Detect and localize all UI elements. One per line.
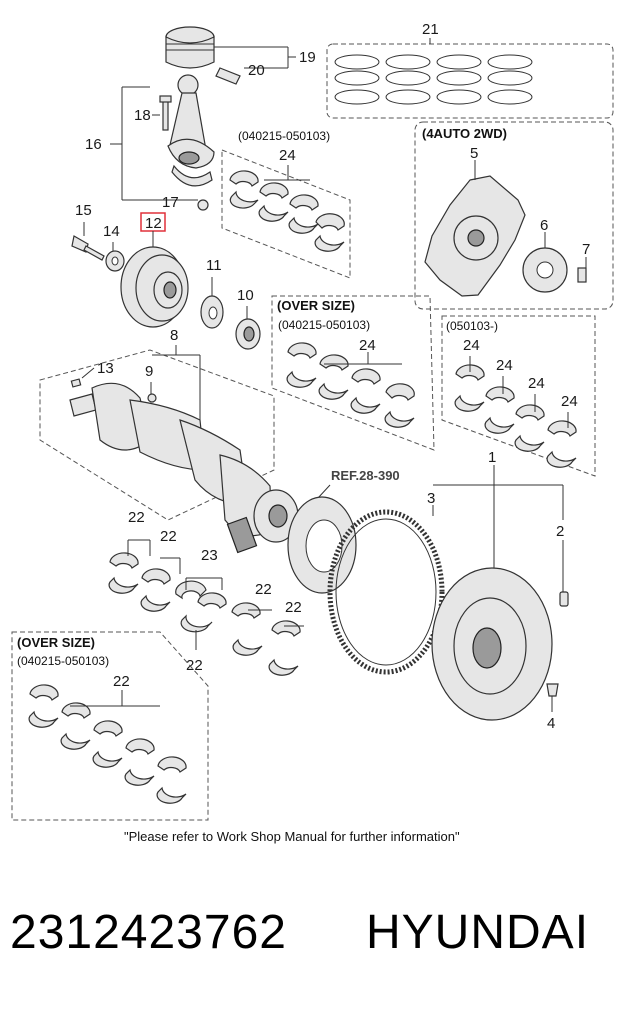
plate-bolt-icon: [577, 267, 587, 283]
flywheel-bolt-icon: [546, 683, 559, 697]
callout-24-top: 24: [279, 147, 296, 164]
callout-2: 2: [556, 523, 564, 540]
bearing-shells-icon: [108, 552, 301, 676]
callout-3: 3: [427, 490, 435, 507]
tone-wheel-icon: [287, 496, 357, 594]
callout-1: 1: [488, 449, 496, 466]
callout-24-os-top: 24: [359, 337, 376, 354]
lower-bearings: 22 22 23 22 22 22: [108, 509, 304, 676]
piston-rings-icon: [334, 54, 533, 105]
box-os-bottom-title: (OVER SIZE): [17, 635, 95, 650]
piston-ring-box: [326, 43, 614, 119]
washer-icon: [105, 250, 125, 272]
adapter-plate-icon: [522, 247, 568, 293]
connecting-rod-icon: [167, 74, 215, 187]
ring-gear-icon: [327, 509, 445, 675]
workshop-note: "Please refer to Work Shop Manual for fu…: [124, 829, 460, 844]
timing-sprocket-icon: [235, 318, 261, 350]
flywheel-icon: [431, 567, 553, 721]
callout-17: 17: [162, 194, 179, 211]
key-plate-icon: [200, 295, 224, 329]
callout-4: 4: [547, 715, 555, 732]
dowel-pin-icon: [559, 591, 569, 607]
box-late-date: (050103-): [446, 319, 498, 333]
rod-bolt-icon: [159, 95, 172, 131]
box-top-date: (040215-050103): [238, 129, 330, 143]
callout-24-late-1: 24: [463, 337, 480, 354]
callout-22-d: 22: [255, 581, 272, 598]
callout-16: 16: [85, 136, 102, 153]
box-os-top-title: (OVER SIZE): [277, 298, 355, 313]
callout-13: 13: [97, 360, 114, 377]
bearing-shells-icon: [286, 342, 415, 428]
box-auto-title: (4AUTO 2WD): [422, 126, 507, 141]
damper-pulley-icon: [120, 246, 189, 328]
crank-key-icon: [70, 378, 82, 388]
callout-12: 12: [145, 215, 162, 232]
box-os-bottom-date: (040215-050103): [17, 654, 109, 668]
callout-22-b: 22: [160, 528, 177, 545]
reference-label: REF.28-390: [331, 468, 400, 483]
brand-name: HYUNDAI: [366, 906, 590, 959]
callout-22-os-bottom: 22: [113, 673, 130, 690]
callout-7: 7: [582, 241, 590, 258]
callout-24-late-3: 24: [528, 375, 545, 392]
exploded-parts-diagram: 19 20 21 16 18 17 (040215-050103): [11, 21, 614, 844]
crankshaft-icon: [69, 382, 299, 554]
piston-icon: [165, 26, 215, 69]
oversize-box-bottom: (OVER SIZE) (040215-050103) 22: [11, 631, 209, 821]
callout-9: 9: [145, 363, 153, 380]
pilot-pin-icon: [147, 393, 157, 403]
callout-24-late-2: 24: [496, 357, 513, 374]
callout-21: 21: [422, 21, 439, 38]
late-bearing-box: (050103-) 24 24 24 24: [441, 315, 596, 477]
callout-5: 5: [470, 145, 478, 162]
callout-14: 14: [103, 223, 120, 240]
callout-8: 8: [170, 327, 178, 344]
callout-10: 10: [237, 287, 254, 304]
piston-pin-icon: [215, 67, 241, 85]
oversize-box-top: (OVER SIZE) (040215-050103) 24: [271, 295, 435, 451]
box-os-top-date: (040215-050103): [278, 318, 370, 332]
callout-20: 20: [248, 62, 265, 79]
bearing-box-top: (040215-050103) 24: [221, 129, 351, 279]
drive-plate-icon: [424, 175, 526, 297]
bearing-shells-icon: [28, 684, 187, 804]
callout-24-late-4: 24: [561, 393, 578, 410]
callout-19: 19: [299, 49, 316, 66]
bearing-shells-icon: [229, 170, 345, 252]
callout-15: 15: [75, 202, 92, 219]
rod-nut-icon: [197, 199, 209, 211]
bolt-icon: [71, 235, 105, 261]
callout-6: 6: [540, 217, 548, 234]
callout-12-highlight: 12: [140, 212, 166, 232]
callout-22-c: 22: [186, 657, 203, 674]
callout-23: 23: [201, 547, 218, 564]
callout-22-e: 22: [285, 599, 302, 616]
callout-22-a: 22: [128, 509, 145, 526]
callout-11: 11: [206, 257, 222, 274]
part-number: 2312423762: [10, 906, 287, 959]
auto-2wd-box: (4AUTO 2WD) 5 6 7: [414, 121, 614, 310]
callout-18: 18: [134, 107, 151, 124]
bearing-shells-icon: [454, 364, 577, 468]
